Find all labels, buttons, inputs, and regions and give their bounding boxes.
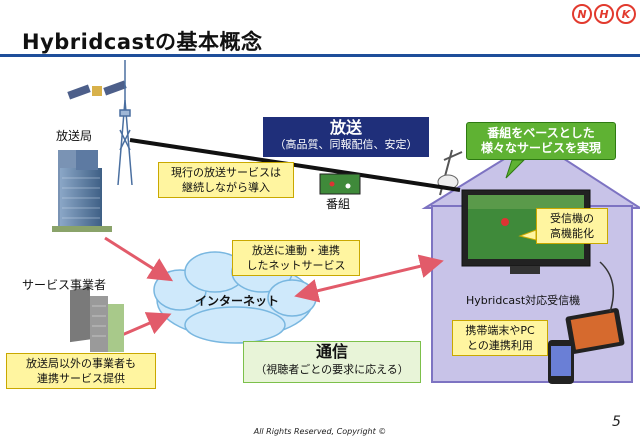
- note-line: 放送局以外の事業者も: [26, 357, 136, 370]
- communication-box: 通信 （視聴者ごとの要求に応える）: [243, 341, 421, 383]
- current-broadcast-note: 現行の放送サービスは 継続しながら導入: [158, 162, 294, 198]
- smartphone-icon: [548, 340, 574, 384]
- note-line: 携帯端末やPC: [465, 324, 535, 337]
- page-title: Hybridcastの基本概念: [22, 30, 263, 54]
- broadcast-tower-icon: [117, 60, 133, 186]
- broadcast-title: 放送: [329, 118, 362, 137]
- services-callout: 番組をベースとした 様々なサービスを実現: [466, 122, 616, 160]
- device-cable: [599, 261, 615, 313]
- receiver-label: Hybridcast対応受信機: [466, 294, 581, 307]
- service-provider-label: サービス事業者: [22, 278, 107, 292]
- broadcaster-label: 放送局: [56, 129, 93, 143]
- arrow-provider-to-internet: [121, 312, 172, 337]
- copyright-footer: All Rights Reserved, Copyright ©: [253, 427, 387, 436]
- tablet-icon: [565, 308, 625, 354]
- note-line: 現行の放送サービスは: [171, 166, 281, 179]
- internet-label: インターネット: [194, 294, 279, 308]
- service-provider-buildings-icon: [70, 287, 124, 352]
- satellite-icon: [67, 80, 127, 100]
- note-line: との連携利用: [467, 339, 533, 352]
- page-number: 5: [612, 414, 621, 430]
- linked-service-note: 放送に連動・連携 したネットサービス: [232, 240, 360, 276]
- communication-subtitle: （視聴者ごとの要求に応える）: [255, 363, 409, 376]
- broadcast-signal-line: [129, 138, 461, 192]
- logo-letter-k: K: [616, 4, 636, 24]
- title-divider: [0, 54, 640, 57]
- program-label: 番組: [326, 197, 351, 211]
- note-line: 継続しながら導入: [182, 181, 270, 194]
- callout-tail: [505, 159, 526, 179]
- arrow-station-to-internet: [104, 236, 174, 282]
- other-providers-note: 放送局以外の事業者も 連携サービス提供: [6, 353, 156, 389]
- logo-letter-h: H: [594, 4, 614, 24]
- callout-line: 番組をベースとした: [487, 126, 595, 140]
- broadcast-box: 放送 （高品質、同報配信、安定）: [263, 117, 429, 157]
- callout-line: 様々なサービスを実現: [480, 141, 601, 155]
- broadcaster-building-icon: [52, 150, 112, 232]
- logo-letter-n: N: [572, 4, 592, 24]
- note-line: したネットサービス: [246, 259, 346, 272]
- receiver-note: 受信機の 高機能化: [536, 208, 608, 244]
- note-line: 放送に連動・連携: [252, 244, 340, 257]
- note-line: 高機能化: [550, 227, 594, 240]
- arrow-internet-receiver: [294, 254, 444, 303]
- program-thumbnail-icon: [319, 173, 361, 195]
- note-line: 受信機の: [550, 212, 594, 225]
- broadcast-subtitle: （高品質、同報配信、安定）: [274, 138, 418, 151]
- devices-note: 携帯端末やPC との連携利用: [452, 320, 548, 356]
- communication-title: 通信: [315, 342, 348, 361]
- note-line: 連携サービス提供: [37, 372, 125, 385]
